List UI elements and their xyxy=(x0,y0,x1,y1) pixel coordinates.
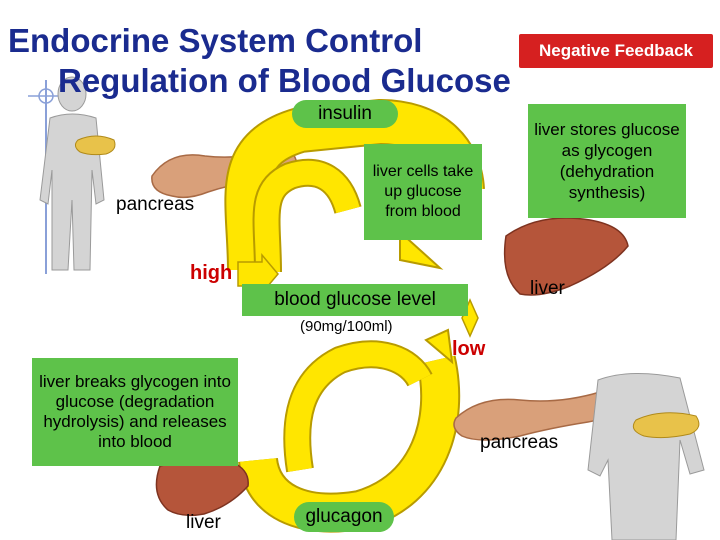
negative-feedback-badge: Negative Feedback xyxy=(519,34,713,68)
human-body-top-icon xyxy=(39,76,105,271)
liver-stores-label: liver stores glucose as glycogen (dehydr… xyxy=(534,120,680,202)
insulin-box: insulin xyxy=(292,100,398,128)
blood-glucose-label: blood glucose level xyxy=(274,289,436,310)
liver-right-icon xyxy=(503,217,629,296)
blood-glucose-box: blood glucose level xyxy=(242,284,468,316)
pancreas-small-bottom-icon xyxy=(632,412,700,439)
human-body-bottom-icon xyxy=(587,373,705,540)
liver-cells-label: liver cells take up glucose from blood xyxy=(372,163,474,220)
liver-right-label: liver xyxy=(530,278,565,299)
low-label: low xyxy=(452,338,486,360)
insulin-label: insulin xyxy=(318,103,372,124)
normal-range-label: (90mg/100ml) xyxy=(300,318,393,335)
pancreas-top-label: pancreas xyxy=(116,194,195,215)
liver-cells-box: liver cells take up glucose from blood xyxy=(364,144,482,240)
pancreas-bottom-label: pancreas xyxy=(480,432,559,453)
pancreas-small-top-icon xyxy=(74,135,116,156)
liver-breaks-box: liver breaks glycogen into glucose (degr… xyxy=(32,358,238,466)
liver-stores-box: liver stores glucose as glycogen (dehydr… xyxy=(528,104,686,218)
page-title: Endocrine System Control xyxy=(8,22,423,59)
glucagon-loop-arrow xyxy=(238,328,461,533)
glucagon-box: glucagon xyxy=(294,502,394,532)
liver-bottom-label: liver xyxy=(186,512,221,533)
glucagon-label: glucagon xyxy=(305,506,383,527)
liver-breaks-label: liver breaks glycogen into glucose (degr… xyxy=(39,372,231,451)
page-subtitle: Regulation of Blood Glucose xyxy=(58,62,511,99)
liver-bottom-icon xyxy=(155,459,249,517)
high-label: high xyxy=(190,262,233,284)
